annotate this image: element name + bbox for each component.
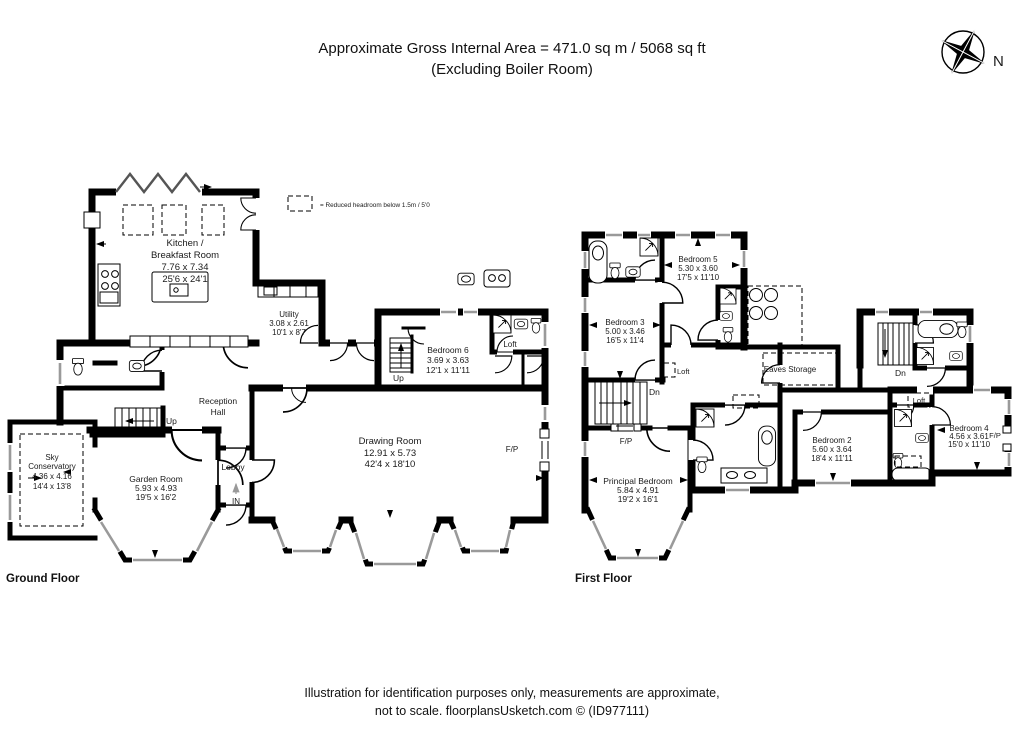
page-title: Approximate Gross Internal Area = 471.0 … — [0, 38, 1024, 80]
ground-floor-stairs — [114, 337, 413, 435]
drawing-room-metric: 12.91 x 5.73 — [364, 448, 416, 459]
utility-metric: 3.08 x 2.61 — [269, 319, 309, 328]
footer-disclaimer: Illustration for identification purposes… — [0, 684, 1024, 720]
conservatory-label-2: Conservatory — [28, 462, 76, 471]
bedroom5-metric: 5.30 x 3.60 — [678, 264, 718, 273]
ground-floor-title: Ground Floor — [6, 573, 80, 585]
bedroom6-metric: 3.69 x 3.63 — [427, 355, 469, 365]
bedroom4-imperial: 15'0 x 11'10 — [948, 440, 991, 449]
ground-floor-room-labels: Kitchen / Breakfast Room 7.76 x 7.34 25'… — [28, 238, 518, 506]
entrance-in-label: IN — [232, 497, 240, 506]
conservatory-imperial: 14'4 x 13'8 — [33, 482, 72, 491]
reception-label-2: Hall — [211, 407, 226, 417]
first-floor-fixtures — [588, 237, 980, 557]
gf-fireplace-label: F/P — [506, 445, 518, 454]
compass-star-icon — [939, 28, 987, 76]
bedroom6-imperial: 12'1 x 11'11 — [426, 365, 470, 375]
bedroom2-label: Bedroom 2 — [812, 436, 852, 445]
gf-loft-label: Loft — [503, 340, 517, 349]
bedroom3-imperial: 16'5 x 11'4 — [606, 336, 644, 345]
bedroom6-label: Bedroom 6 — [427, 345, 469, 355]
principal-bedroom-imperial: 19'2 x 16'1 — [618, 494, 659, 504]
ground-floor-plan: = Reduced headroom below 1.5m / 5'0 Kitc… — [5, 172, 550, 569]
ff-loft-label-east: Loft — [913, 396, 926, 405]
first-floor-stairs — [594, 322, 914, 425]
ground-floor-walls — [5, 172, 550, 569]
garden-room-imperial: 19'5 x 16'2 — [136, 492, 177, 502]
ff-loft-label-west: Loft — [677, 367, 690, 376]
kitchen-imperial: 25'6 x 24'1 — [162, 274, 207, 285]
bedroom5-imperial: 17'5 x 11'10 — [677, 273, 720, 282]
first-floor-room-labels: Bedroom 5 5.30 x 3.60 17'5 x 11'10 Bedro… — [603, 255, 1001, 504]
reduced-headroom-legend: = Reduced headroom below 1.5m / 5'0 — [287, 195, 430, 212]
compass-rose: N — [939, 28, 1004, 76]
lobby-label: Lobby — [221, 462, 245, 472]
conservatory-metric: 4.36 x 4.16 — [32, 472, 72, 481]
utility-imperial: 10'1 x 8'7 — [272, 328, 306, 337]
dn-label-west: Dn — [649, 387, 660, 397]
kitchen-metric: 7.76 x 7.34 — [161, 262, 208, 273]
first-floor-title: First Floor — [575, 573, 632, 585]
title-line2: (Excluding Boiler Room) — [431, 61, 593, 78]
compass-north-label: N — [993, 53, 1004, 70]
title-line1: Approximate Gross Internal Area = 471.0 … — [318, 40, 706, 57]
bedroom3-label: Bedroom 3 — [605, 318, 645, 327]
bedroom2-metric: 5.60 x 3.64 — [812, 445, 852, 454]
footer-line1: Illustration for identification purposes… — [304, 686, 720, 700]
bedroom4-label: Bedroom 4 — [949, 424, 989, 433]
ff-fireplace-label-east: F/P — [989, 431, 1001, 440]
kitchen-label-2: Breakfast Room — [151, 250, 219, 261]
bedroom5-label: Bedroom 5 — [678, 255, 718, 264]
bedroom2-imperial: 18'4 x 11'11 — [811, 454, 853, 463]
bedroom3-metric: 5.00 x 3.46 — [605, 327, 645, 336]
bedroom4-metric: 4.56 x 3.61 — [949, 432, 989, 441]
up-label-bedroom6: Up — [393, 373, 404, 383]
dn-label-east: Dn — [895, 368, 906, 378]
principal-bedroom-label: Principal Bedroom — [603, 476, 672, 486]
garden-room-metric: 5.93 x 4.93 — [135, 483, 177, 493]
first-floor-plan: Bedroom 5 5.30 x 3.60 17'5 x 11'10 Bedro… — [580, 230, 1013, 563]
footer-line2: not to scale. floorplansUsketch.com © (I… — [374, 704, 650, 718]
utility-label: Utility — [279, 310, 299, 319]
drawing-room-label: Drawing Room — [359, 436, 422, 447]
drawing-room-imperial: 42'4 x 18'10 — [365, 459, 416, 470]
garden-room-label: Garden Room — [129, 474, 182, 484]
up-label-hall: Up — [166, 416, 177, 426]
conservatory-label-1: Sky — [45, 453, 58, 462]
eaves-storage-label: Eaves Storage — [764, 365, 817, 374]
reception-label-1: Reception — [199, 396, 238, 406]
kitchen-label-1: Kitchen / — [167, 238, 204, 249]
principal-bedroom-metric: 5.84 x 4.91 — [617, 485, 659, 495]
legend-text: = Reduced headroom below 1.5m / 5'0 — [320, 202, 430, 209]
ground-floor-fixtures — [19, 184, 544, 558]
ff-fireplace-label-west: F/P — [620, 437, 632, 446]
